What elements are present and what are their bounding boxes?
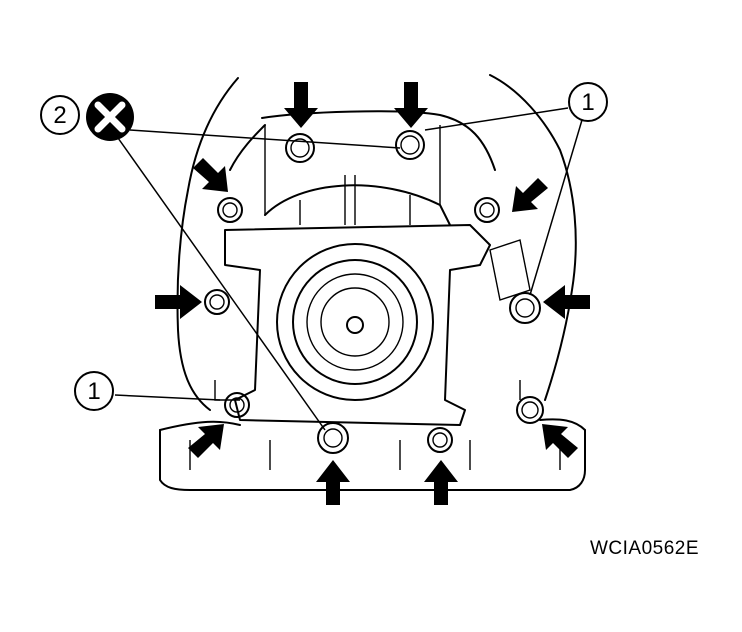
- callout-2: 2: [40, 95, 80, 135]
- bolt-mid-right: [509, 292, 541, 324]
- arrow-icon: [284, 82, 318, 128]
- callout-1-top-label: 1: [581, 89, 594, 116]
- bolt-mid-left: [204, 289, 230, 315]
- bolt-top-right: [395, 130, 425, 160]
- arrow-icon: [512, 178, 548, 212]
- bolts: [204, 130, 544, 454]
- bolt-bottom-left: [317, 422, 349, 454]
- arrow-icon: [188, 424, 224, 458]
- callout-2-label: 2: [53, 102, 66, 129]
- arrow-icon: [155, 285, 202, 319]
- arrow-icon: [543, 285, 590, 319]
- arrow-icon: [542, 424, 578, 458]
- bolt-upper-right: [474, 197, 500, 223]
- bolt-top-left: [285, 133, 315, 163]
- arrows: [155, 82, 590, 505]
- arrow-icon: [394, 82, 428, 128]
- bolt-bottom-right: [427, 427, 453, 453]
- housing-outline: [159, 74, 586, 491]
- x-circle-icon: [86, 93, 134, 141]
- bolt-lower-right: [516, 396, 544, 424]
- arrow-icon: [316, 460, 350, 505]
- callout-1-left: 1: [74, 371, 114, 411]
- figure-code: WCIA0562E: [590, 538, 700, 559]
- arrow-icon: [424, 460, 458, 505]
- callout-1-top: 1: [568, 82, 608, 122]
- callout-1-left-label: 1: [87, 378, 100, 405]
- arrow-icon: [193, 158, 228, 192]
- bolt-lower-left: [224, 392, 250, 418]
- leader-lines: [114, 107, 583, 431]
- oil-seal: [276, 243, 434, 401]
- bolt-upper-left: [217, 197, 243, 223]
- cover-plate: [224, 125, 531, 426]
